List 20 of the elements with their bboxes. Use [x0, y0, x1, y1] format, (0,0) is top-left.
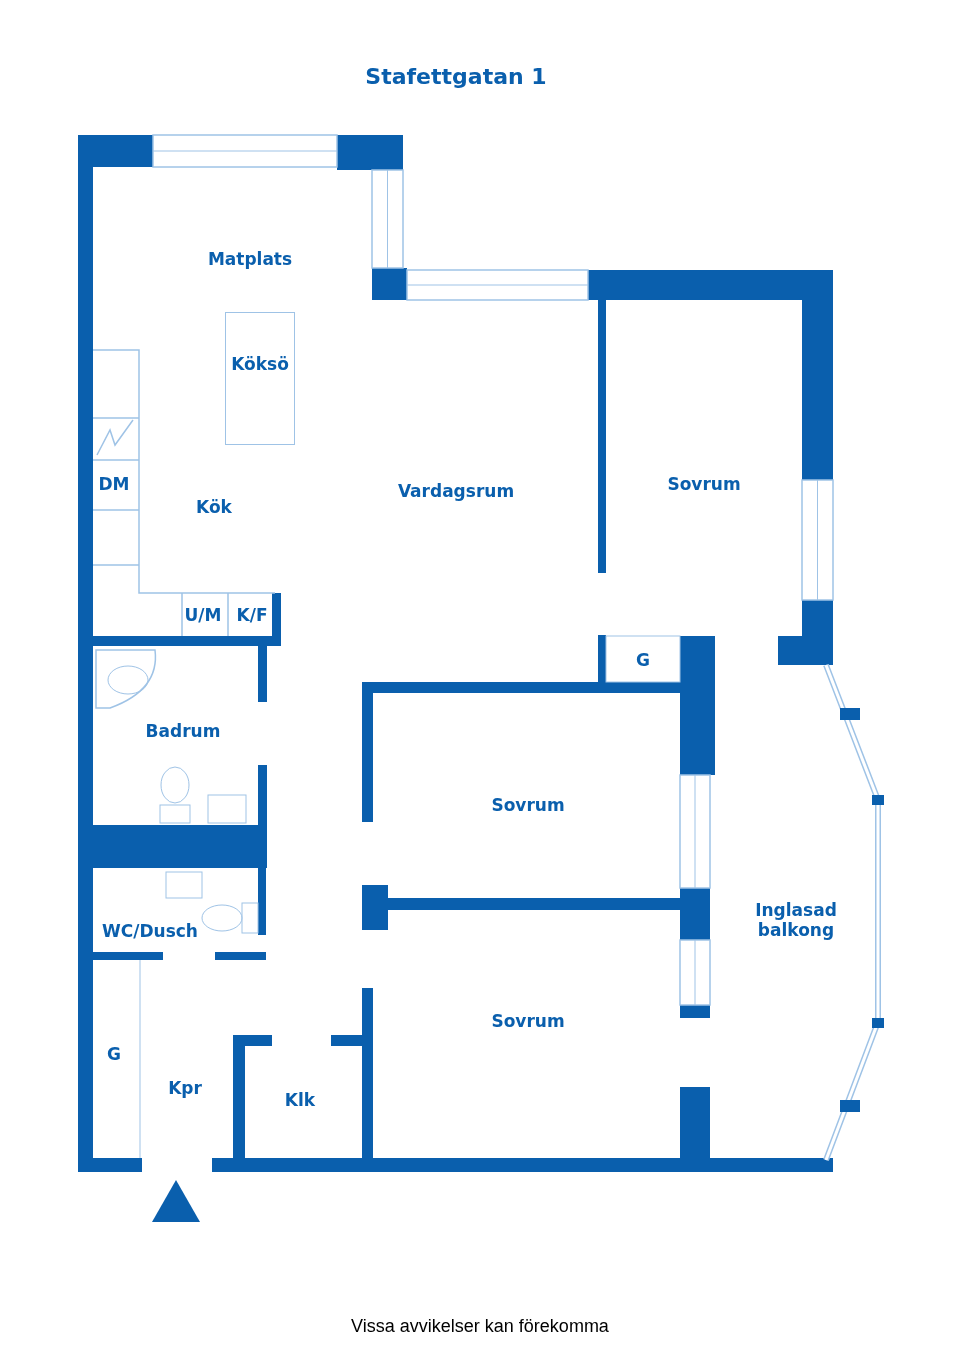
room-label: Kök: [196, 497, 232, 517]
room-label: Sovrum: [667, 474, 741, 494]
room-label: Inglasad balkong: [754, 900, 838, 940]
room-label: Vardagsrum: [397, 481, 515, 501]
room-label: WC/Dusch: [102, 921, 198, 941]
room-label: Sovrum: [491, 1011, 565, 1031]
room-label: Badrum: [145, 721, 221, 741]
room-label: Klk: [284, 1090, 316, 1110]
room-label: Kpr: [168, 1078, 202, 1098]
room-label: U/M: [184, 605, 222, 625]
room-label: Köksö: [231, 354, 289, 374]
room-label: Sovrum: [491, 795, 565, 815]
room-label: DM: [98, 474, 130, 494]
room-label: G: [107, 1044, 121, 1064]
plan-title: Stafettgatan 1: [365, 63, 547, 89]
kitchen-island: [225, 312, 295, 445]
room-label: Matplats: [207, 249, 293, 269]
room-label: G: [636, 650, 650, 670]
room-label: K/F: [236, 605, 268, 625]
disclaimer-caption: Vissa avvikelser kan förekomma: [351, 1315, 609, 1337]
